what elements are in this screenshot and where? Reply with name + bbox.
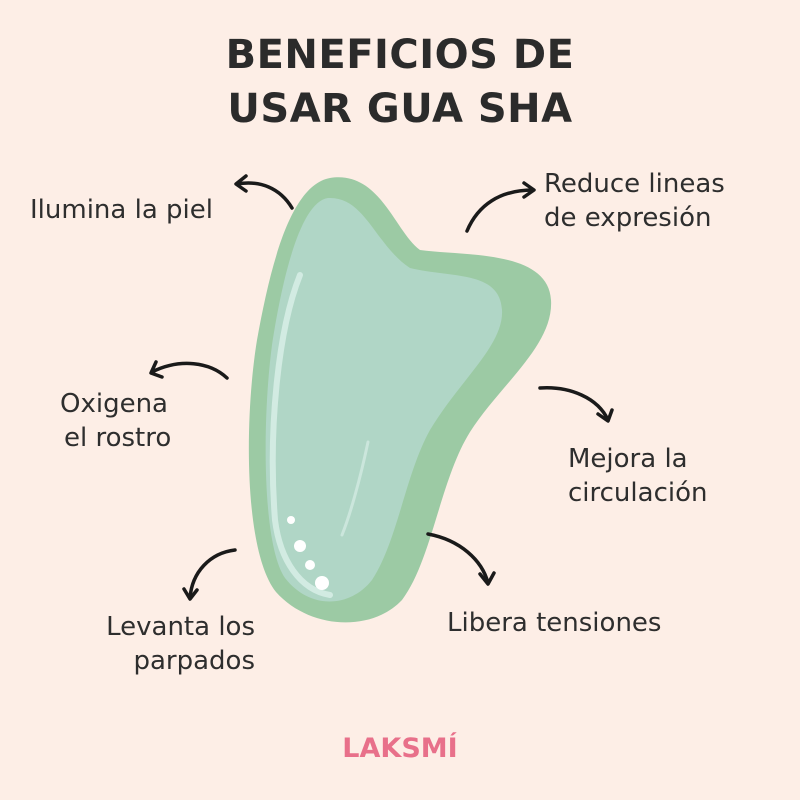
benefit-levanta: Levanta los parpados [90,610,255,678]
arrow-mejora-icon [538,386,614,423]
title-line-1: BENEFICIOS DE [225,32,575,78]
benefit-ilumina: Ilumina la piel [30,193,213,227]
highlight [269,272,333,598]
benefit-text: Ilumina la piel [30,195,213,225]
benefit-oxigena: Oxigena el rostro [60,387,171,455]
benefit-text: Reduce lineas [544,169,725,199]
brand-logo: LAKSMÍ [342,733,458,764]
benefit-text: Oxigena [60,389,168,419]
benefit-reduce: Reduce lineas de expresión [544,167,725,235]
title-line-2: USAR GUA SHA [227,86,573,132]
benefit-text: Libera tensiones [447,608,662,638]
arrow-levanta-icon [182,548,237,601]
benefit-libera: Libera tensiones [447,606,661,640]
benefit-text: el rostro [64,423,172,453]
arrow-reduce-icon [465,181,536,233]
benefit-text: circulación [568,478,708,508]
arrow-libera-icon [426,532,496,586]
highlight [340,440,370,537]
benefit-mejora: Mejora la circulación [568,442,707,510]
benefit-text: parpados [133,646,255,676]
benefit-text: de expresión [544,203,712,233]
gua-sha-face [265,197,503,602]
arrow-ilumina-icon [234,174,294,210]
benefit-text: Levanta los [106,612,255,642]
arrow-oxigena-icon [149,360,229,380]
benefit-text: Mejora la [568,444,688,474]
